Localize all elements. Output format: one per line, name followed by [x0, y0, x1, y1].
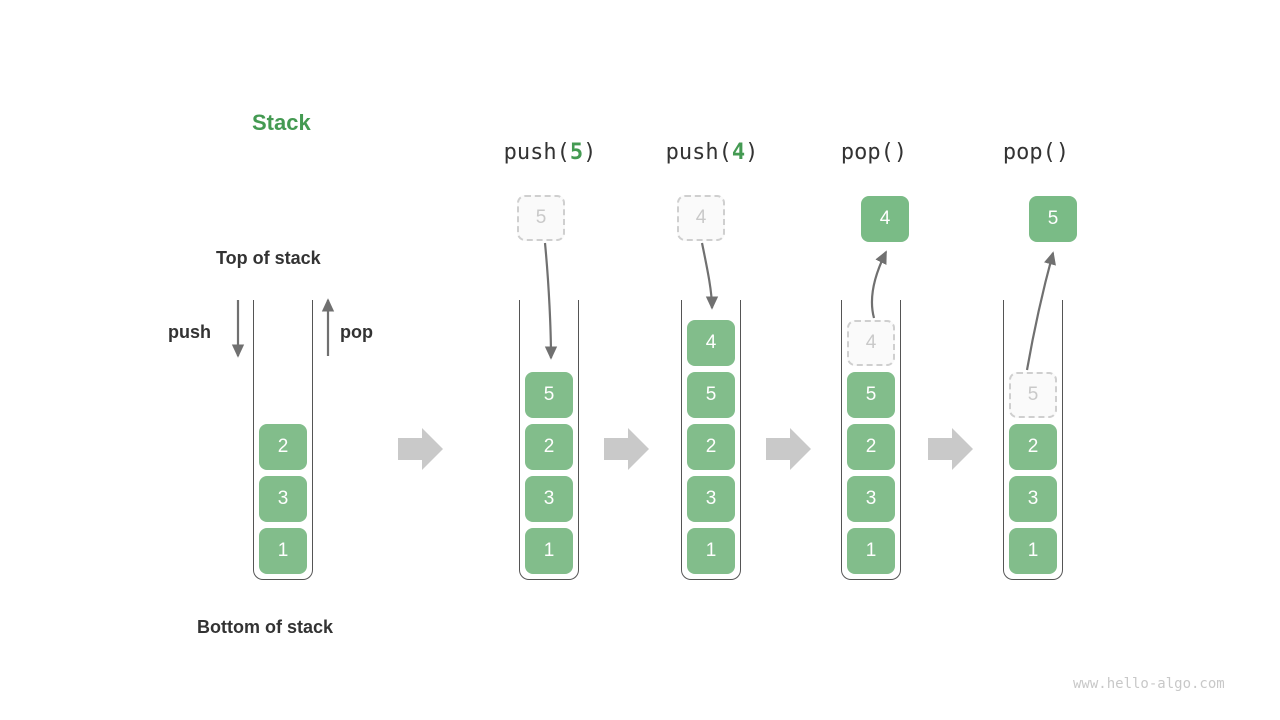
stack-box: 2: [1009, 424, 1057, 470]
stack-box: 1: [687, 528, 735, 574]
flow-arrow: [766, 428, 811, 470]
column-header-push-5: push(5): [470, 140, 630, 165]
pop-label: pop: [340, 322, 373, 342]
column-header-push-4: push(4): [632, 140, 792, 165]
stack-box: 3: [259, 476, 307, 522]
stack-box: 2: [847, 424, 895, 470]
stack-box: 3: [687, 476, 735, 522]
incoming-ghost-box: 4: [677, 195, 725, 241]
column-header-pop-4: pop(): [794, 140, 954, 165]
header-prefix: pop(: [1002, 140, 1056, 165]
stack-box: 5: [525, 372, 573, 418]
stack-box: 2: [525, 424, 573, 470]
stack-frame-pop-5: [1003, 300, 1063, 580]
stack-box: 4: [687, 320, 735, 366]
stack-box: 3: [847, 476, 895, 522]
incoming-ghost-box: 5: [517, 195, 565, 241]
push-label: push: [168, 322, 211, 342]
header-suffix: ): [1055, 140, 1070, 165]
popped-box: 5: [1029, 196, 1077, 242]
header-arg: 5: [569, 140, 584, 165]
top-of-stack-label: Top of stack: [216, 248, 321, 268]
stack-box: 3: [1009, 476, 1057, 522]
header-suffix: ): [893, 140, 908, 165]
stack-box: 2: [259, 424, 307, 470]
stack-frame-initial: [253, 300, 313, 580]
stack-frame-push-5: [519, 300, 579, 580]
stack-box: 1: [525, 528, 573, 574]
popped-ghost-box: 5: [1009, 372, 1057, 418]
column-header-pop-5: pop(): [956, 140, 1116, 165]
header-prefix: pop(: [840, 140, 894, 165]
stack-box: 2: [687, 424, 735, 470]
stack-frame-pop-4: [841, 300, 901, 580]
stack-box: 1: [259, 528, 307, 574]
stack-box: 1: [847, 528, 895, 574]
push-4-motion-arrow: [700, 242, 719, 310]
diagram-title: Stack: [252, 110, 311, 135]
header-arg: 4: [731, 140, 746, 165]
header-suffix: ): [583, 140, 597, 165]
stack-box: 5: [847, 372, 895, 418]
flow-arrow: [928, 428, 973, 470]
header-prefix: push(: [665, 140, 732, 165]
flow-arrow: [604, 428, 649, 470]
watermark: www.hello-algo.com: [1073, 676, 1225, 692]
header-prefix: push(: [503, 140, 570, 165]
stack-box: 3: [525, 476, 573, 522]
stack-frame-push-4: [681, 300, 741, 580]
popped-ghost-box: 4: [847, 320, 895, 366]
stack-box: 5: [687, 372, 735, 418]
header-suffix: ): [745, 140, 759, 165]
bottom-of-stack-label: Bottom of stack: [197, 617, 334, 637]
flow-arrow: [398, 428, 443, 470]
popped-box: 4: [861, 196, 909, 242]
stack-box: 1: [1009, 528, 1057, 574]
